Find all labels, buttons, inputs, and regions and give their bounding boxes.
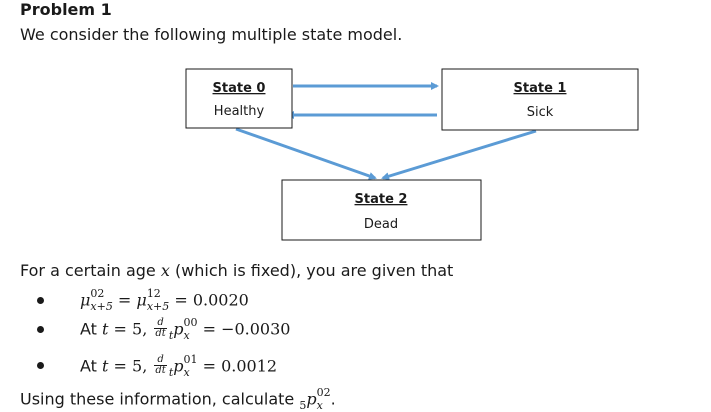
arrow-state1-to-state2 bbox=[381, 129, 537, 181]
state-box-2: State 2 Dead bbox=[281, 179, 482, 241]
state-1-name: Sick bbox=[527, 105, 554, 120]
state-2-label: State 2 bbox=[355, 192, 408, 207]
arrow-state0-to-state2 bbox=[235, 127, 377, 180]
cond3-value: = 0.0012 bbox=[197, 356, 278, 376]
age-variable: x bbox=[160, 261, 170, 280]
cond1-value: = 0.0020 bbox=[169, 290, 249, 310]
given-lead-tail: (which is fixed), you are given that bbox=[169, 261, 454, 280]
problem-title: Problem 1 bbox=[20, 0, 112, 19]
bullet-2 bbox=[37, 326, 44, 333]
bullet-3 bbox=[37, 362, 44, 369]
state-box-1: State 1 Sick bbox=[441, 68, 639, 131]
state-box-0: State 0 Healthy bbox=[185, 68, 293, 129]
state-0-name: Healthy bbox=[214, 104, 265, 119]
cond3-at: At bbox=[80, 356, 103, 376]
closing-text: Using these information, calculate bbox=[20, 389, 300, 409]
state-1-label: State 1 bbox=[514, 81, 567, 96]
bullet-1 bbox=[37, 297, 44, 304]
problem-intro: We consider the following multiple state… bbox=[20, 25, 403, 44]
state-2-name: Dead bbox=[364, 217, 398, 232]
cond1-eq1: = bbox=[112, 290, 137, 310]
cond2-at: At bbox=[80, 319, 103, 339]
given-lead: For a certain age x (which is fixed), yo… bbox=[20, 261, 453, 281]
cond2-value: = −0.0030 bbox=[197, 319, 291, 339]
mu-symbol: μ bbox=[80, 290, 91, 310]
state-0-label: State 0 bbox=[213, 81, 266, 96]
given-lead-text: For a certain age bbox=[20, 261, 161, 280]
mu-symbol-2: μ bbox=[136, 290, 147, 310]
